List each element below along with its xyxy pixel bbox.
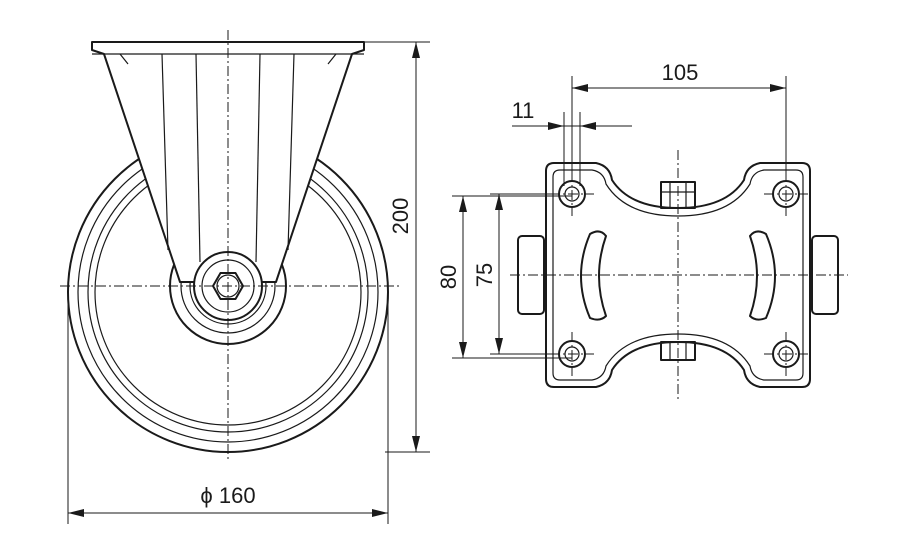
arrowhead-top xyxy=(495,194,503,210)
arrowhead-left xyxy=(68,509,84,517)
fork-rib-inner-right xyxy=(255,53,261,263)
fork-rib-left xyxy=(161,53,169,251)
slot-right xyxy=(749,230,776,321)
arrowhead-bottom xyxy=(412,436,420,452)
arrowhead-top xyxy=(459,196,467,212)
arrowhead-bottom xyxy=(459,342,467,358)
arrowhead-left xyxy=(548,122,564,130)
plate-inner-edge xyxy=(552,169,804,381)
arrowhead-right xyxy=(580,122,596,130)
dimension-diameter: ϕ 160 xyxy=(67,300,389,524)
plate-chamfer-right xyxy=(327,53,337,65)
plate-chamfer-left xyxy=(119,53,129,65)
dimension-bolt-spacing-x: 105 xyxy=(571,60,787,180)
dimension-bolt-spacing-y: 75 xyxy=(472,193,560,355)
plate-width-label: 80 xyxy=(436,265,461,289)
arrowhead-right xyxy=(770,84,786,92)
arrowhead-bottom xyxy=(495,338,503,354)
arrowhead-left xyxy=(572,84,588,92)
dimension-plate-width: 80 xyxy=(436,195,572,359)
bolt-hole-label: 11 xyxy=(512,98,535,123)
wheel-side-view xyxy=(60,30,400,460)
bolt-spacing-x-label: 105 xyxy=(662,60,699,85)
slot-left xyxy=(580,230,607,321)
plate-top-view xyxy=(510,150,848,400)
arrowhead-top xyxy=(412,42,420,58)
dimension-height: 200 xyxy=(364,41,430,453)
arrowhead-right xyxy=(372,509,388,517)
bolt-spacing-y-label: 75 xyxy=(472,263,497,287)
height-label: 200 xyxy=(388,198,413,235)
diameter-label: ϕ 160 xyxy=(200,483,255,508)
fork-rib-right xyxy=(287,53,295,251)
dimension-bolt-hole: 11 xyxy=(512,98,632,186)
axle-nut-bottom xyxy=(660,341,696,361)
fork-rib-inner-left xyxy=(195,53,201,263)
